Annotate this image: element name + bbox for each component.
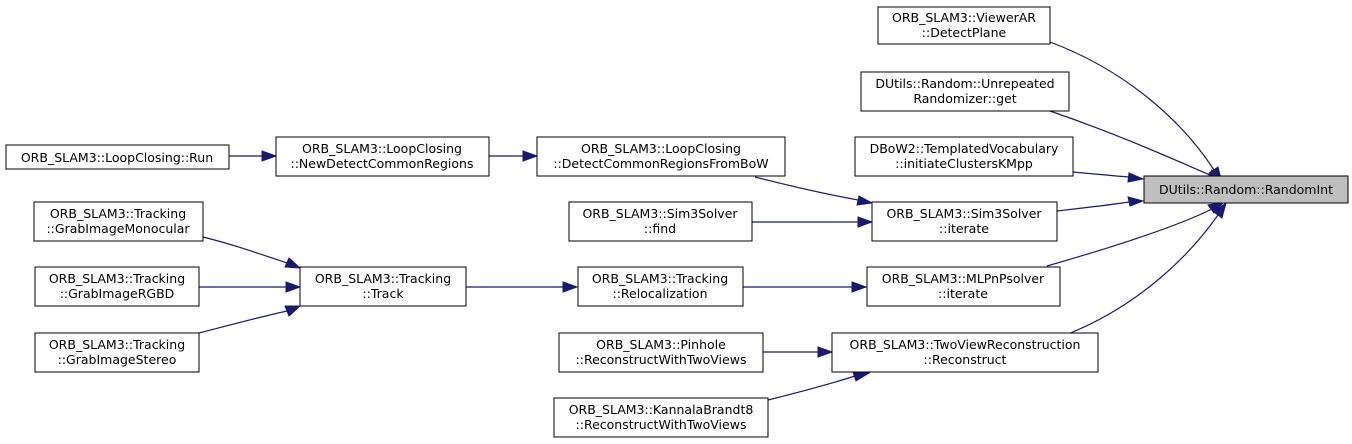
node-grab-image-monocular[interactable]: ORB_SLAM3::Tracking ::GrabImageMonocular [33, 201, 204, 242]
edge-track-to-relocalization [466, 281, 579, 293]
node-twoview-line2: ::Reconstruct [924, 352, 1007, 367]
edge-templated-vocab-to-random-int [1072, 171, 1145, 183]
node-sim3-iterate-line1: ORB_SLAM3::Sim3Solver [886, 206, 1042, 221]
edge-viewer-ar-to-random-int [1049, 41, 1223, 185]
edge-mlpnp-iterate-to-random-int [1046, 201, 1226, 267]
node-grab-stereo-line2: ::GrabImageStereo [58, 352, 177, 367]
node-track-line2: ::Track [362, 286, 404, 301]
node-grab-rgbd-line2: ::GrabImageRGBD [60, 286, 175, 301]
node-pinhole-line1: ORB_SLAM3::Pinhole [596, 337, 726, 352]
node-sim3solver-iterate[interactable]: ORB_SLAM3::Sim3Solver ::iterate [871, 201, 1058, 242]
node-unrepeated-line1: DUtils::Random::Unrepeated [875, 76, 1054, 91]
node-grab-image-rgbd[interactable]: ORB_SLAM3::Tracking ::GrabImageRGBD [34, 266, 200, 307]
node-sim3-iterate-line2: ::iterate [939, 221, 989, 236]
node-viewer-ar-detect-plane[interactable]: ORB_SLAM3::ViewerAR ::DetectPlane [877, 6, 1051, 45]
node-twoview-reconstruct[interactable]: ORB_SLAM3::TwoViewReconstruction ::Recon… [831, 332, 1099, 373]
node-new-detect-common-regions[interactable]: ORB_SLAM3::LoopClosing ::NewDetectCommon… [275, 136, 490, 177]
edge-sim3-find-to-sim3-iterate [751, 216, 874, 228]
node-sim3solver-find[interactable]: ORB_SLAM3::Sim3Solver ::find [568, 201, 753, 242]
node-tracking-relocalization[interactable]: ORB_SLAM3::Tracking ::Relocalization [577, 266, 744, 307]
node-loopclosing-run[interactable]: ORB_SLAM3::LoopClosing::Run [5, 144, 230, 170]
node-kannalabrandt8-reconstruct[interactable]: ORB_SLAM3::KannalaBrandt8 ::ReconstructW… [553, 397, 769, 438]
node-detect-common-regions-from-bow[interactable]: ORB_SLAM3::LoopClosing ::DetectCommonReg… [536, 136, 786, 177]
edge-sim3-iterate-to-random-int [1056, 196, 1145, 212]
node-sim3-find-line2: ::find [644, 221, 676, 236]
node-new-detect-line1: ORB_SLAM3::LoopClosing [302, 141, 462, 156]
edge-relocalization-to-mlpnp-iterate [743, 281, 868, 293]
edge-grab-rgbd-to-track [199, 281, 302, 293]
edge-grab-stereo-to-track [198, 305, 302, 334]
node-relocalization-line1: ORB_SLAM3::Tracking [592, 271, 728, 286]
node-mlpnpsolver-iterate[interactable]: ORB_SLAM3::MLPnPsolver ::iterate [866, 266, 1061, 307]
node-detect-bow-line2: ::DetectCommonRegionsFromBoW [553, 156, 768, 171]
node-mlpnp-line2: ::iterate [938, 286, 988, 301]
edge-loopclosing-run-to-new-detect [229, 150, 278, 162]
edge-kannala-to-twoview [767, 371, 871, 401]
edge-grab-mono-to-track [202, 236, 302, 269]
node-grab-mono-line1: ORB_SLAM3::Tracking [50, 206, 186, 221]
node-new-detect-line2: ::NewDetectCommonRegions [291, 156, 474, 171]
node-pinhole-line2: ::ReconstructWithTwoViews [576, 352, 747, 367]
node-relocalization-line2: ::Relocalization [612, 286, 707, 301]
node-unrepeated-randomizer-get[interactable]: DUtils::Random::Unrepeated Randomizer::g… [860, 71, 1070, 112]
node-viewer-ar-line2: ::DetectPlane [922, 25, 1007, 40]
node-random-int-label: DUtils::Random::RandomInt [1159, 182, 1333, 197]
node-twoview-line1: ORB_SLAM3::TwoViewReconstruction [850, 337, 1081, 352]
node-loopclosing-run-label: ORB_SLAM3::LoopClosing::Run [21, 150, 213, 165]
node-viewer-ar-line1: ORB_SLAM3::ViewerAR [892, 10, 1036, 25]
edge-detect-common-bow-to-sim3-iterate [754, 176, 874, 206]
edge-new-detect-to-detect-common-bow [489, 150, 539, 162]
node-grab-mono-line2: ::GrabImageMonocular [46, 221, 190, 236]
node-detect-bow-line1: ORB_SLAM3::LoopClosing [581, 141, 741, 156]
node-tracking-track[interactable]: ORB_SLAM3::Tracking ::Track [299, 266, 467, 307]
node-grab-stereo-line1: ORB_SLAM3::Tracking [49, 337, 185, 352]
node-grab-rgbd-line1: ORB_SLAM3::Tracking [49, 271, 185, 286]
node-grab-image-stereo[interactable]: ORB_SLAM3::Tracking ::GrabImageStereo [34, 332, 200, 373]
node-pinhole-reconstruct[interactable]: ORB_SLAM3::Pinhole ::ReconstructWithTwoV… [558, 332, 764, 373]
node-track-line1: ORB_SLAM3::Tracking [315, 271, 451, 286]
node-sim3-find-line1: ORB_SLAM3::Sim3Solver [582, 206, 738, 221]
node-unrepeated-line2: Randomizer::get [913, 91, 1016, 106]
node-random-int: DUtils::Random::RandomInt [1143, 175, 1349, 204]
node-mlpnp-line1: ORB_SLAM3::MLPnPsolver [882, 271, 1045, 286]
node-kannala-line2: ::ReconstructWithTwoViews [576, 417, 747, 432]
node-templated-vocab-line1: DBoW2::TemplatedVocabulary [870, 141, 1059, 156]
node-templated-vocab-line2: ::initiateClustersKMpp [895, 156, 1033, 171]
node-kannala-line1: ORB_SLAM3::KannalaBrandt8 [569, 402, 754, 417]
edge-twoview-to-random-int [1067, 201, 1227, 335]
edge-pinhole-to-twoview [763, 346, 834, 358]
node-templated-vocabulary[interactable]: DBoW2::TemplatedVocabulary ::initiateClu… [854, 136, 1074, 177]
